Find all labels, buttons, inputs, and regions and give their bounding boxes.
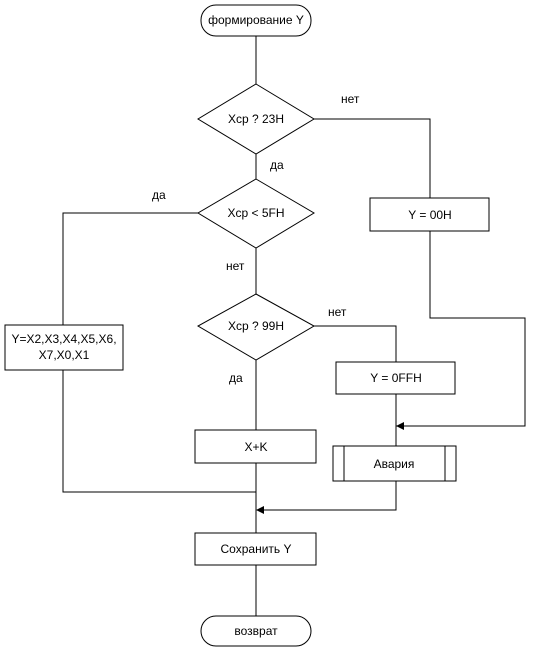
decision-2-no-label: нет xyxy=(226,259,245,273)
end-label: возврат xyxy=(234,624,278,638)
decision-2-label: Xср < 5FH xyxy=(227,206,284,220)
arrow-into-save-merge xyxy=(256,506,264,514)
end-terminator: возврат xyxy=(200,615,312,647)
subroutine-alarm: Авария xyxy=(332,445,457,482)
process-assign-line1: Y=X2,X3,X4,X5,X6, xyxy=(11,332,116,346)
process-y-ff: Y = 0FFH xyxy=(335,361,456,395)
decision-1-label: Xср ? 23H xyxy=(228,112,284,126)
process-y-ff-label: Y = 0FFH xyxy=(370,371,421,385)
start-label: формирование Y xyxy=(208,13,304,27)
arrow-into-alarm xyxy=(396,422,404,430)
process-save-label: Сохранить Y xyxy=(221,542,292,556)
decision-3-yes-label: да xyxy=(229,371,243,385)
process-save: Сохранить Y xyxy=(194,532,317,566)
decision-3-label: Xср ? 99H xyxy=(228,319,284,333)
process-add-k-label: X+K xyxy=(244,440,267,454)
process-assign: Y=X2,X3,X4,X5,X6, X7,X0,X1 xyxy=(4,324,124,371)
decision-2: Xср < 5FH xyxy=(197,178,315,249)
start-terminator: формирование Y xyxy=(200,4,312,37)
process-y-zero-label: Y = 00H xyxy=(408,208,451,222)
process-assign-line2: X7,X0,X1 xyxy=(39,348,90,362)
arrowheads xyxy=(256,422,404,514)
connectors xyxy=(62,36,526,616)
decision-3-no-label: нет xyxy=(328,305,347,319)
decision-1-no-label: нет xyxy=(341,92,360,106)
decision-1-yes-label: да xyxy=(270,158,284,172)
decision-2-yes-label: да xyxy=(152,188,166,202)
decision-1: Xср ? 23H xyxy=(197,83,315,155)
subroutine-alarm-label: Авария xyxy=(374,457,415,471)
process-y-zero: Y = 00H xyxy=(369,197,490,232)
decision-3: Xср ? 99H xyxy=(196,293,316,361)
process-add-k: X+K xyxy=(194,429,317,464)
